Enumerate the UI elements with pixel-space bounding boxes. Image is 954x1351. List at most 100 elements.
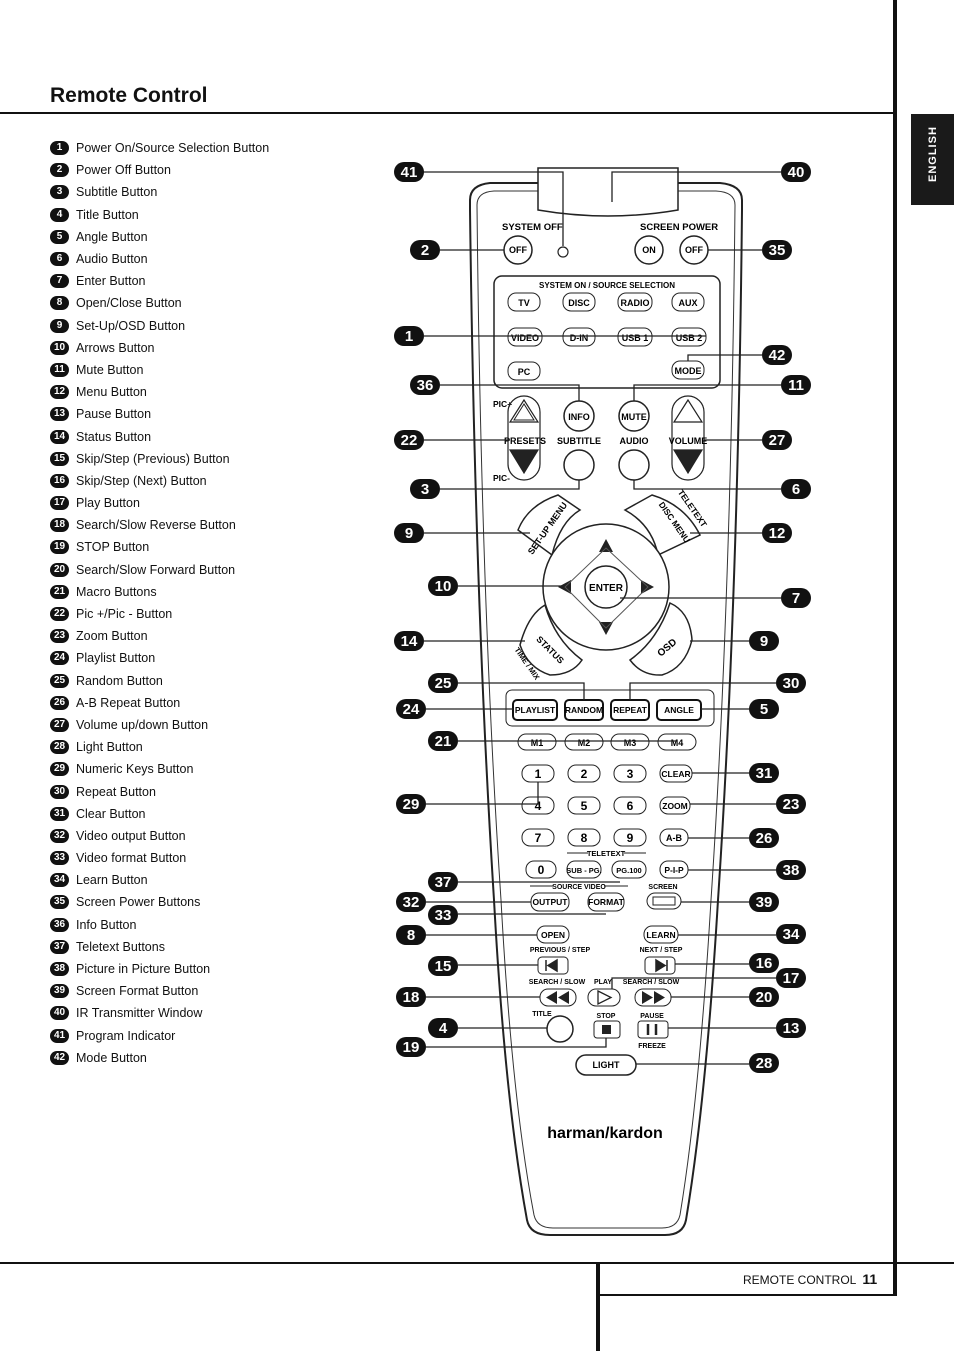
screen-on-label: ON bbox=[642, 245, 656, 255]
screen-power-label: SCREEN POWER bbox=[640, 222, 718, 233]
osd-button[interactable] bbox=[628, 601, 693, 676]
mode-label: MODE bbox=[675, 366, 702, 376]
footer-section: REMOTE CONTROL bbox=[743, 1273, 857, 1287]
pg100-button[interactable] bbox=[611, 860, 647, 879]
legend-label: Program Indicator bbox=[76, 1028, 176, 1043]
legend-number: 1 bbox=[50, 141, 69, 156]
aux-button[interactable] bbox=[671, 292, 705, 312]
m4-button[interactable] bbox=[657, 733, 697, 751]
callout-12-label: 12 bbox=[769, 525, 786, 542]
legend-number: 36 bbox=[50, 917, 69, 932]
angle-label: ANGLE bbox=[664, 705, 694, 715]
usb1-button[interactable] bbox=[617, 327, 653, 347]
callout-13: 13 bbox=[776, 1018, 806, 1038]
din-button[interactable] bbox=[562, 327, 596, 347]
video-button[interactable] bbox=[507, 327, 543, 347]
callout-2-label: 2 bbox=[421, 242, 429, 259]
legend-number: 40 bbox=[50, 1006, 69, 1021]
callout-3: 3 bbox=[410, 479, 440, 499]
legend-label: Picture in Picture Button bbox=[76, 962, 211, 977]
legend-number: 37 bbox=[50, 939, 69, 954]
subtitle-button[interactable] bbox=[563, 449, 595, 481]
callout-15-label: 15 bbox=[435, 958, 452, 975]
callout-32-label: 32 bbox=[403, 894, 420, 911]
volume-up-button[interactable] bbox=[672, 398, 704, 423]
m2-button[interactable] bbox=[564, 733, 604, 751]
pic-down-button[interactable] bbox=[508, 449, 540, 475]
pc-button[interactable] bbox=[507, 361, 541, 381]
volume-down-button[interactable] bbox=[672, 449, 704, 475]
enter-button[interactable] bbox=[584, 565, 628, 609]
key-7[interactable] bbox=[521, 828, 555, 847]
callout-8-label: 8 bbox=[407, 927, 415, 944]
callout-4: 4 bbox=[428, 1018, 458, 1038]
callout-5: 5 bbox=[749, 699, 779, 719]
m3-button[interactable] bbox=[610, 733, 650, 751]
screen-on-button[interactable] bbox=[634, 235, 664, 265]
callout-18-label: 18 bbox=[403, 989, 420, 1006]
title-button[interactable] bbox=[546, 1015, 574, 1043]
key-9[interactable] bbox=[613, 828, 647, 847]
status-button[interactable] bbox=[519, 603, 584, 676]
angle-button[interactable] bbox=[656, 699, 702, 721]
key-5[interactable] bbox=[567, 796, 601, 815]
key-9-label: 9 bbox=[627, 831, 634, 845]
format-button[interactable] bbox=[587, 892, 625, 912]
key-0-label: 0 bbox=[538, 863, 545, 877]
legend-number: 14 bbox=[50, 429, 69, 444]
teletext-label: TELETEXT bbox=[587, 849, 626, 858]
tv-button[interactable] bbox=[507, 292, 541, 312]
disc-button[interactable] bbox=[562, 292, 596, 312]
playlist-button[interactable] bbox=[512, 699, 558, 721]
macro-row: M1 M2 M3 M4 bbox=[517, 733, 697, 751]
sub-pg-button[interactable] bbox=[566, 860, 602, 879]
key-2[interactable] bbox=[567, 764, 601, 783]
legend-number: 5 bbox=[50, 229, 69, 244]
pause-button[interactable] bbox=[637, 1020, 669, 1039]
repeat-label: REPEAT bbox=[613, 705, 648, 715]
key-0[interactable] bbox=[525, 860, 557, 879]
light-button[interactable] bbox=[575, 1054, 637, 1076]
key-8[interactable] bbox=[567, 828, 601, 847]
zoom-button[interactable] bbox=[659, 796, 691, 815]
key-3[interactable] bbox=[613, 764, 647, 783]
legend-item: 1 Power On/Source Selection Button bbox=[50, 137, 269, 159]
pc-label: PC bbox=[518, 367, 531, 377]
callout-10-label: 10 bbox=[435, 578, 452, 595]
screen-format-button[interactable] bbox=[646, 892, 682, 910]
source-panel-header: SYSTEM ON / SOURCE SELECTION bbox=[539, 281, 675, 290]
leader-29 bbox=[426, 782, 539, 805]
legend-label: Skip/Step (Next) Button bbox=[76, 473, 207, 488]
callout-32: 32 bbox=[396, 892, 426, 912]
callout-22-label: 22 bbox=[401, 432, 418, 449]
key-6[interactable] bbox=[613, 796, 647, 815]
callout-37-label: 37 bbox=[435, 874, 452, 891]
info-label: INFO bbox=[568, 412, 590, 422]
setup-menu-button[interactable] bbox=[517, 494, 582, 557]
disc-menu-button[interactable] bbox=[623, 494, 702, 557]
usb2-button[interactable] bbox=[671, 327, 707, 347]
m1-button[interactable] bbox=[517, 733, 557, 751]
callout-42-label: 42 bbox=[769, 347, 786, 364]
radio-button[interactable] bbox=[617, 292, 653, 312]
freeze-label: FREEZE bbox=[638, 1043, 666, 1050]
callout-11: 11 bbox=[781, 375, 811, 395]
legend-label: Video output Button bbox=[76, 828, 186, 843]
up-arrow-icon[interactable] bbox=[599, 539, 613, 552]
playlist-row: PLAYLIST RANDOM REPEAT ANGLE bbox=[512, 699, 702, 721]
legend-label: Volume up/down Button bbox=[76, 717, 209, 732]
legend-number: 19 bbox=[50, 540, 69, 555]
legend-label: Power On/Source Selection Button bbox=[76, 141, 270, 156]
audio-button[interactable] bbox=[618, 449, 650, 481]
legend-label: Search/Slow Reverse Button bbox=[76, 518, 236, 533]
callout-39: 39 bbox=[749, 892, 779, 912]
